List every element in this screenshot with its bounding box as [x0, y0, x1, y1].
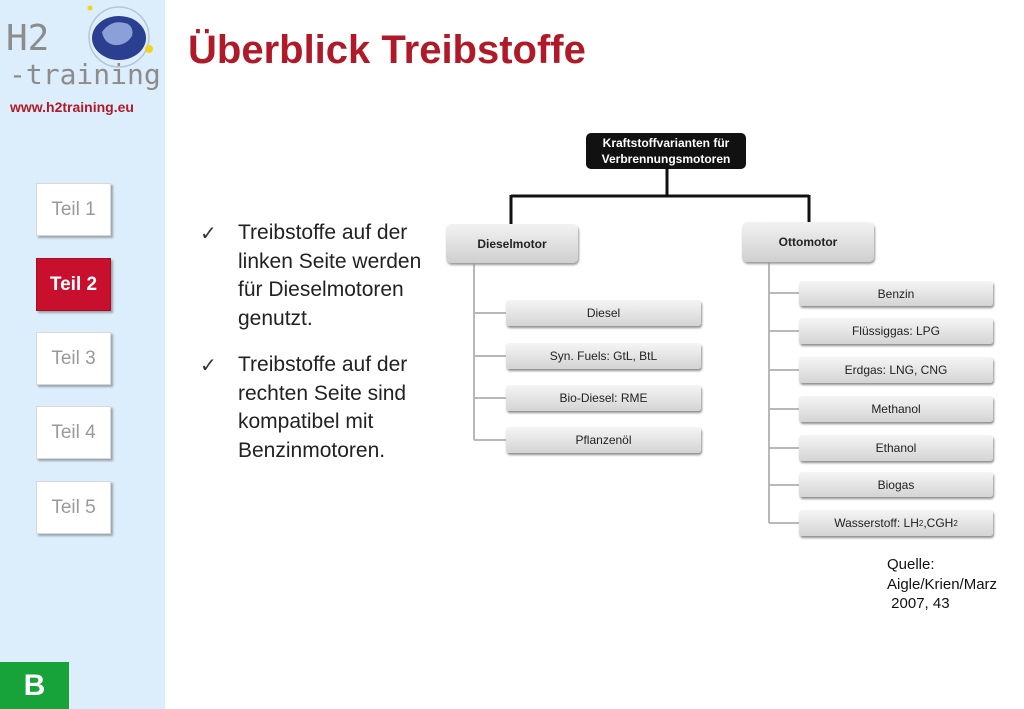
ethanol-node: Ethanol: [799, 435, 993, 461]
bullet-item: ✓ Treibstoffe auf der rechten Seite sind…: [200, 351, 440, 465]
source-citation: Quelle: Aigle/Krien/Marz 2007, 43: [887, 556, 998, 612]
ottomotor-node: Ottomotor: [742, 222, 874, 262]
root-label-line1: Kraftstoffvarianten für: [602, 136, 730, 150]
bullet-item: ✓ Treibstoffe auf der linken Seite werde…: [200, 219, 440, 333]
h2-training-logo: H2 -training: [6, 5, 159, 91]
bullet-list: ✓ Treibstoffe auf der linken Seite werde…: [200, 219, 440, 483]
checkmark-icon: ✓: [200, 221, 217, 245]
wasserstoff-sub1: 2: [918, 518, 924, 528]
root-node: Kraftstoffvarianten für Verbrennungsmoto…: [586, 133, 746, 169]
bio-diesel-node: Bio-Diesel: RME: [506, 385, 701, 411]
diesel-fuel-node: Diesel: [506, 300, 701, 326]
page-title: Überblick Treibstoffe: [188, 28, 586, 72]
fluessiggas-node: Flüssiggas: LPG: [799, 318, 993, 344]
dieselmotor-node: Dieselmotor: [446, 224, 578, 263]
website-url[interactable]: www.h2training.eu: [10, 99, 134, 115]
nav-teil-3[interactable]: Teil 3: [36, 332, 111, 385]
checkmark-icon: ✓: [200, 353, 217, 377]
svg-text:-training: -training: [9, 58, 159, 91]
benzin-node: Benzin: [799, 281, 993, 306]
svg-text:H2: H2: [6, 18, 49, 59]
nav-teil-1[interactable]: Teil 1: [36, 183, 111, 236]
nav-teil-4[interactable]: Teil 4: [36, 406, 111, 459]
nav-teil-2[interactable]: Teil 2: [36, 258, 111, 311]
methanol-node: Methanol: [799, 396, 993, 422]
root-label-line2: Verbrennungsmotoren: [601, 152, 731, 166]
nav-teil-5[interactable]: Teil 5: [36, 481, 111, 534]
syn-fuels-node: Syn. Fuels: GtL, BtL: [506, 343, 701, 369]
sidebar: H2 -training www.h2training.eu Teil 1 Te…: [0, 0, 165, 709]
bullet-text: Treibstoffe auf der linken Seite werden …: [238, 221, 422, 330]
wasserstoff-prefix: Wasserstoff: LH: [834, 516, 919, 530]
pflanzenoel-node: Pflanzenöl: [506, 427, 701, 453]
bullet-text: Treibstoffe auf der rechten Seite sind k…: [238, 353, 408, 462]
section-b-label: B: [0, 662, 69, 709]
wasserstoff-sub2: 2: [953, 518, 958, 528]
wasserstoff-mid: ,CGH: [923, 516, 954, 530]
biogas-node: Biogas: [799, 472, 993, 497]
erdgas-node: Erdgas: LNG, CNG: [799, 357, 993, 383]
